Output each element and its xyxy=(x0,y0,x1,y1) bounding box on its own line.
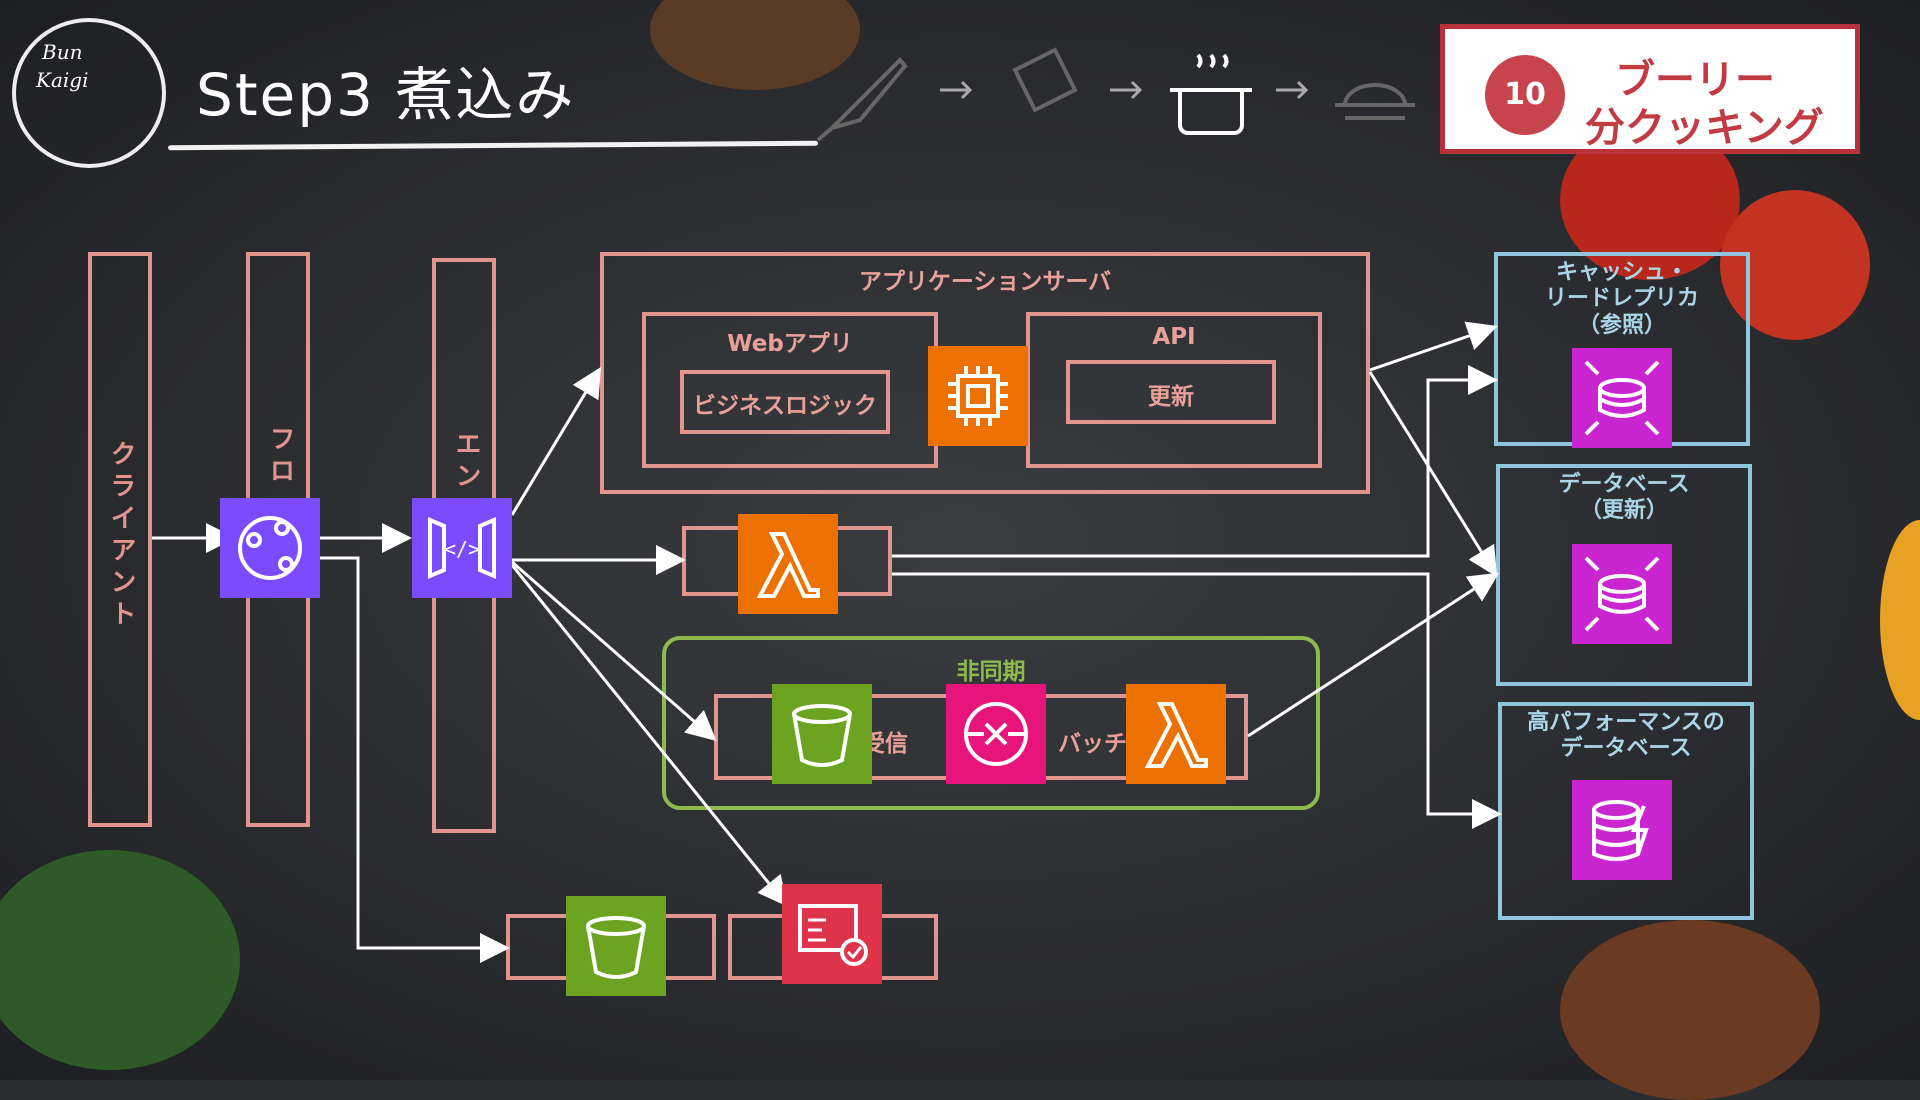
dish-icon xyxy=(1335,83,1415,120)
cooking-badge: 10 ブーリー 分クッキング xyxy=(1440,24,1860,154)
arrow-app-cache xyxy=(1369,321,1498,372)
badge-number: 10 xyxy=(1485,55,1565,135)
app-server-box xyxy=(600,252,1370,494)
async-group xyxy=(662,636,1320,810)
business-logic-box xyxy=(680,370,890,434)
logo-text: Kaigi xyxy=(36,68,89,92)
high-perf-db-label: 高パフォーマンスの データベース xyxy=(1527,710,1725,762)
logo-text: Bun xyxy=(42,40,83,64)
db-update-label: データベース （更新） xyxy=(1558,472,1690,524)
update-label: 更新 xyxy=(1148,384,1194,410)
update-box xyxy=(1066,360,1276,424)
rds-icon xyxy=(1572,348,1672,448)
bunkaigi-logo: Bun Kaigi xyxy=(12,18,166,168)
pot-icon xyxy=(1170,53,1252,135)
arrow-batch-db xyxy=(1247,572,1500,738)
s3-icon xyxy=(566,896,666,996)
svg-text:</>: </> xyxy=(444,537,480,561)
rds-icon xyxy=(1572,544,1672,644)
cutting-icon xyxy=(1012,47,1078,113)
api-title: API xyxy=(1152,324,1196,350)
arrow-endpoint-appserver xyxy=(510,366,602,516)
arrow-endpoint-async xyxy=(511,560,717,741)
client-label: クライアント xyxy=(106,440,136,632)
arrow-icon xyxy=(1110,80,1143,100)
decor-tomato xyxy=(1720,190,1870,340)
app-server-title: アプリケーションサーバ xyxy=(858,269,1112,295)
lambda-icon xyxy=(738,514,838,614)
webapp-title: Webアプリ xyxy=(727,331,853,357)
s3-icon xyxy=(772,684,872,784)
async-title: 非同期 xyxy=(956,659,1026,685)
decor-herbs xyxy=(0,850,240,1070)
cloudfront-icon xyxy=(220,498,320,598)
cache-label: キャッシュ・ リードレプリカ （参照） xyxy=(1544,260,1699,338)
arrow-lambda-cache xyxy=(892,365,1498,558)
business-logic-label: ビジネスロジック xyxy=(693,393,877,419)
api-box xyxy=(1026,312,1322,468)
badge-subtitle: 分クッキング xyxy=(1585,105,1824,151)
decor-bowl xyxy=(1560,920,1820,1100)
arrow-app-db xyxy=(1368,371,1498,578)
arrow-icon xyxy=(1276,80,1309,100)
client-column xyxy=(88,252,152,827)
arrow-frontend-storage xyxy=(320,556,510,963)
arrow-lambda-highperf xyxy=(892,572,1502,829)
arrow-endpoint-auth xyxy=(510,564,788,907)
arrow-icon xyxy=(940,80,973,100)
knife-icon xyxy=(816,57,908,142)
lambda-icon xyxy=(1126,684,1226,784)
api-gateway-icon: </> xyxy=(412,498,512,598)
dynamodb-icon xyxy=(1572,780,1672,880)
batch-label: バッチ xyxy=(1058,731,1127,757)
badge-title: ブーリー xyxy=(1615,57,1775,103)
sqs-icon xyxy=(946,684,1046,784)
page-title: Step3 煮込み xyxy=(196,61,576,129)
cognito-icon xyxy=(782,884,882,984)
ec2-icon xyxy=(928,346,1028,446)
